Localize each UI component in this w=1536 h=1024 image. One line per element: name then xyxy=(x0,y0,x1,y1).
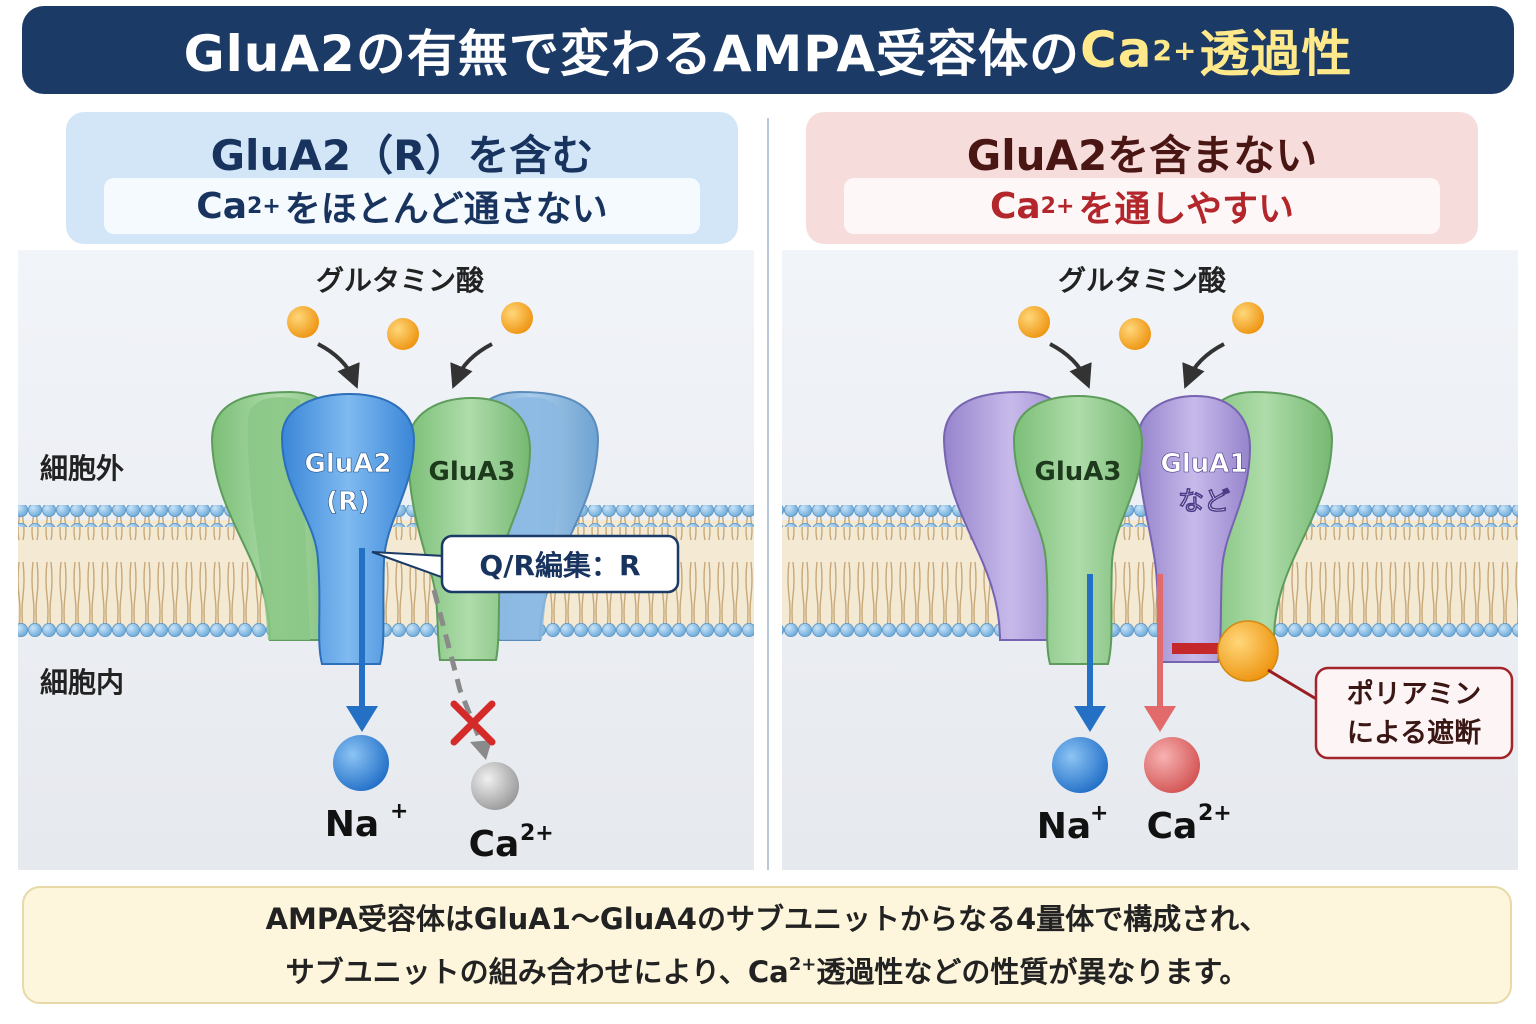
right-glua3-subunit xyxy=(1012,394,1144,665)
bottom-note-line2-a: サブユニットの組み合わせにより、Ca xyxy=(285,954,789,989)
left-sub-text: をほとんど通さない xyxy=(284,189,608,230)
title-suffix: 透過性 xyxy=(1199,25,1353,83)
polyamine-callout-line xyxy=(1267,668,1319,702)
polyamine-callout-box xyxy=(1314,666,1514,760)
bottom-note-line1: AMPA受容体はGluA1～GluA4のサブユニットからなる4量体で構成され、 xyxy=(265,901,1269,936)
polyamine-ball xyxy=(1217,620,1279,682)
right-glutamate-arrow-1 xyxy=(1049,342,1092,389)
right-glua1-nado-label: など xyxy=(1178,487,1230,517)
right-glutamate-2 xyxy=(1119,318,1151,350)
left-na-arrow-head xyxy=(346,706,378,732)
left-sub-ion: Ca xyxy=(196,185,248,227)
left-ca-arrow-head xyxy=(470,740,492,760)
left-sub-charge: 2+ xyxy=(247,193,281,219)
right-sub-ion: Ca xyxy=(989,185,1041,227)
extracellular-label: 細胞外 xyxy=(40,452,124,485)
bottom-note-line2-b: 透過性などの性質が異なります。 xyxy=(816,954,1249,989)
right-ca-ion xyxy=(1144,737,1200,793)
left-na-ion xyxy=(333,735,389,791)
title-text: GluA2の有無で変わるAMPA受容体の xyxy=(183,25,1081,83)
left-glutamate-3 xyxy=(501,302,533,334)
left-ca-label: Ca xyxy=(469,824,520,865)
right-glutamate-1 xyxy=(1018,306,1050,338)
title-ca: Ca xyxy=(1080,21,1153,79)
right-na-arrow-head xyxy=(1074,706,1106,732)
left-glutamate-arrow-2 xyxy=(450,342,493,389)
left-glua2-subunit xyxy=(280,392,416,665)
left-ca-charge: 2+ xyxy=(520,821,554,846)
left-ca-ion xyxy=(471,762,519,810)
bottom-note: AMPA受容体はGluA1～GluA4のサブユニットからなる4量体で構成され、 … xyxy=(22,886,1512,1004)
right-sub-charge: 2+ xyxy=(1040,193,1075,219)
polyamine-block-bar xyxy=(1172,643,1222,654)
bottom-note-line2: サブユニットの組み合わせにより、Ca2+透過性などの性質が異なります。 xyxy=(286,942,1249,995)
right-glua3-label: GluA3 xyxy=(1035,457,1122,487)
right-na-charge: + xyxy=(1090,801,1108,826)
right-glua1-subunit xyxy=(1136,394,1252,663)
left-glutamate-2 xyxy=(387,318,419,350)
right-ca-arrow-head xyxy=(1144,706,1176,732)
right-glua1-label: GluA1 xyxy=(1161,449,1248,479)
right-ca-label: Ca xyxy=(1147,806,1198,847)
right-glutamate-label: グルタミン酸 xyxy=(1058,264,1227,297)
polyamine-callout-line2: による遮断 xyxy=(1347,717,1481,749)
left-glua3-label: GluA3 xyxy=(429,457,516,487)
left-callout-box xyxy=(440,534,680,594)
left-block-x-icon xyxy=(450,700,496,746)
right-na-label: Na xyxy=(1037,806,1091,847)
left-glua2-label: GluA2 xyxy=(305,449,392,479)
right-ca-charge: 2+ xyxy=(1198,801,1232,826)
bottom-note-charge: 2+ xyxy=(788,953,817,975)
polyamine-callout-line1: ポリアミン xyxy=(1347,679,1481,710)
left-heading: GluA2（R）を含む xyxy=(210,131,594,180)
left-glutamate-label: グルタミン酸 xyxy=(316,264,485,297)
left-glutamate-arrow-1 xyxy=(317,342,360,389)
left-glutamate-1 xyxy=(287,306,319,338)
right-heading: GluA2を含まない xyxy=(966,131,1318,180)
left-glua2-r-label: (R) xyxy=(326,487,370,517)
left-callout-text: Q/R編集：R xyxy=(479,549,640,582)
intracellular-label: 細胞内 xyxy=(40,666,124,699)
right-na-ion xyxy=(1052,737,1108,793)
right-glutamate-3 xyxy=(1232,302,1264,334)
right-glutamate-arrow-2 xyxy=(1182,342,1225,389)
right-receptor: GluA3 GluA1 など xyxy=(942,390,1334,665)
right-sub-text: を通しやすい xyxy=(1078,189,1295,230)
left-na-label: Na xyxy=(325,804,379,845)
title-charge: 2+ xyxy=(1152,33,1198,67)
left-na-charge: + xyxy=(390,799,408,824)
